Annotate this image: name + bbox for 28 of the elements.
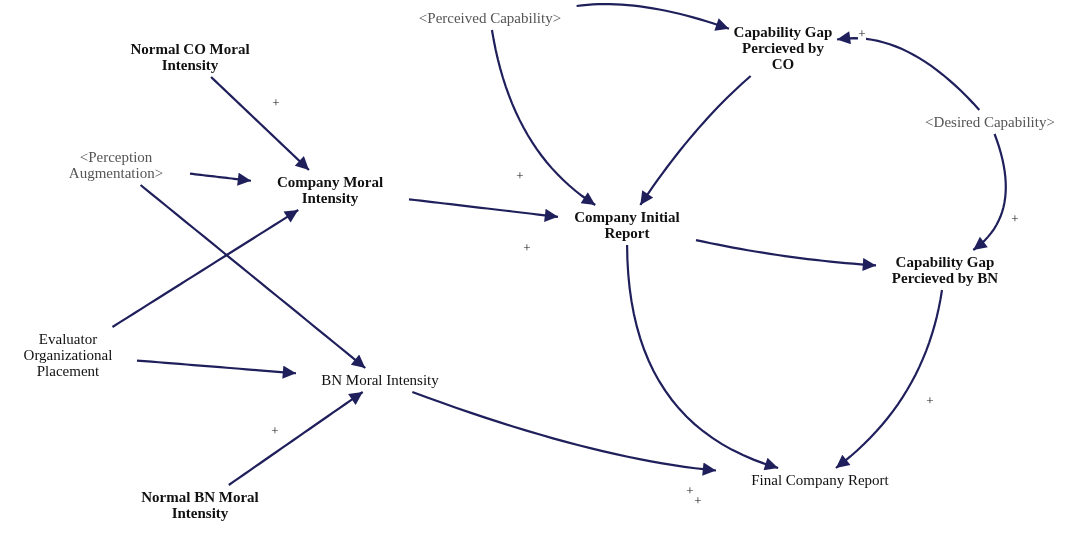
variable-label: Normal CO Moral Intensity bbox=[115, 41, 265, 73]
variable-label: Capability Gap Percieved by CO bbox=[733, 24, 833, 72]
arrow bbox=[695, 239, 877, 272]
arrow bbox=[639, 75, 752, 206]
arrow bbox=[210, 76, 310, 171]
arrow bbox=[836, 31, 981, 111]
arrow bbox=[111, 209, 299, 328]
arrow bbox=[139, 184, 366, 369]
arrow bbox=[835, 289, 944, 469]
arrow bbox=[411, 390, 717, 476]
variable-label: Company Moral Intensity bbox=[255, 174, 405, 206]
arrow bbox=[972, 133, 1007, 251]
arrow bbox=[626, 244, 779, 471]
arrow bbox=[408, 198, 559, 222]
arrow bbox=[576, 3, 730, 31]
variable-label: Evaluator Organizational Placement bbox=[3, 331, 133, 379]
variable-label: Capability Gap Percieved by BN bbox=[880, 254, 1010, 286]
variable-label: BN Moral Intensity bbox=[300, 372, 460, 388]
arrow bbox=[136, 359, 297, 379]
variable-label: Company Initial Report bbox=[562, 209, 692, 241]
variable-label: <Perceived Capability> bbox=[390, 10, 590, 26]
variable-label: <Perception Augmentation> bbox=[46, 149, 186, 181]
variable-label: Normal BN Moral Intensity bbox=[120, 489, 280, 521]
arrow bbox=[228, 391, 364, 486]
arrow bbox=[490, 29, 596, 206]
arrow bbox=[189, 172, 252, 186]
variable-label: Final Company Report bbox=[720, 472, 920, 488]
variable-label: <Desired Capability> bbox=[900, 114, 1074, 130]
